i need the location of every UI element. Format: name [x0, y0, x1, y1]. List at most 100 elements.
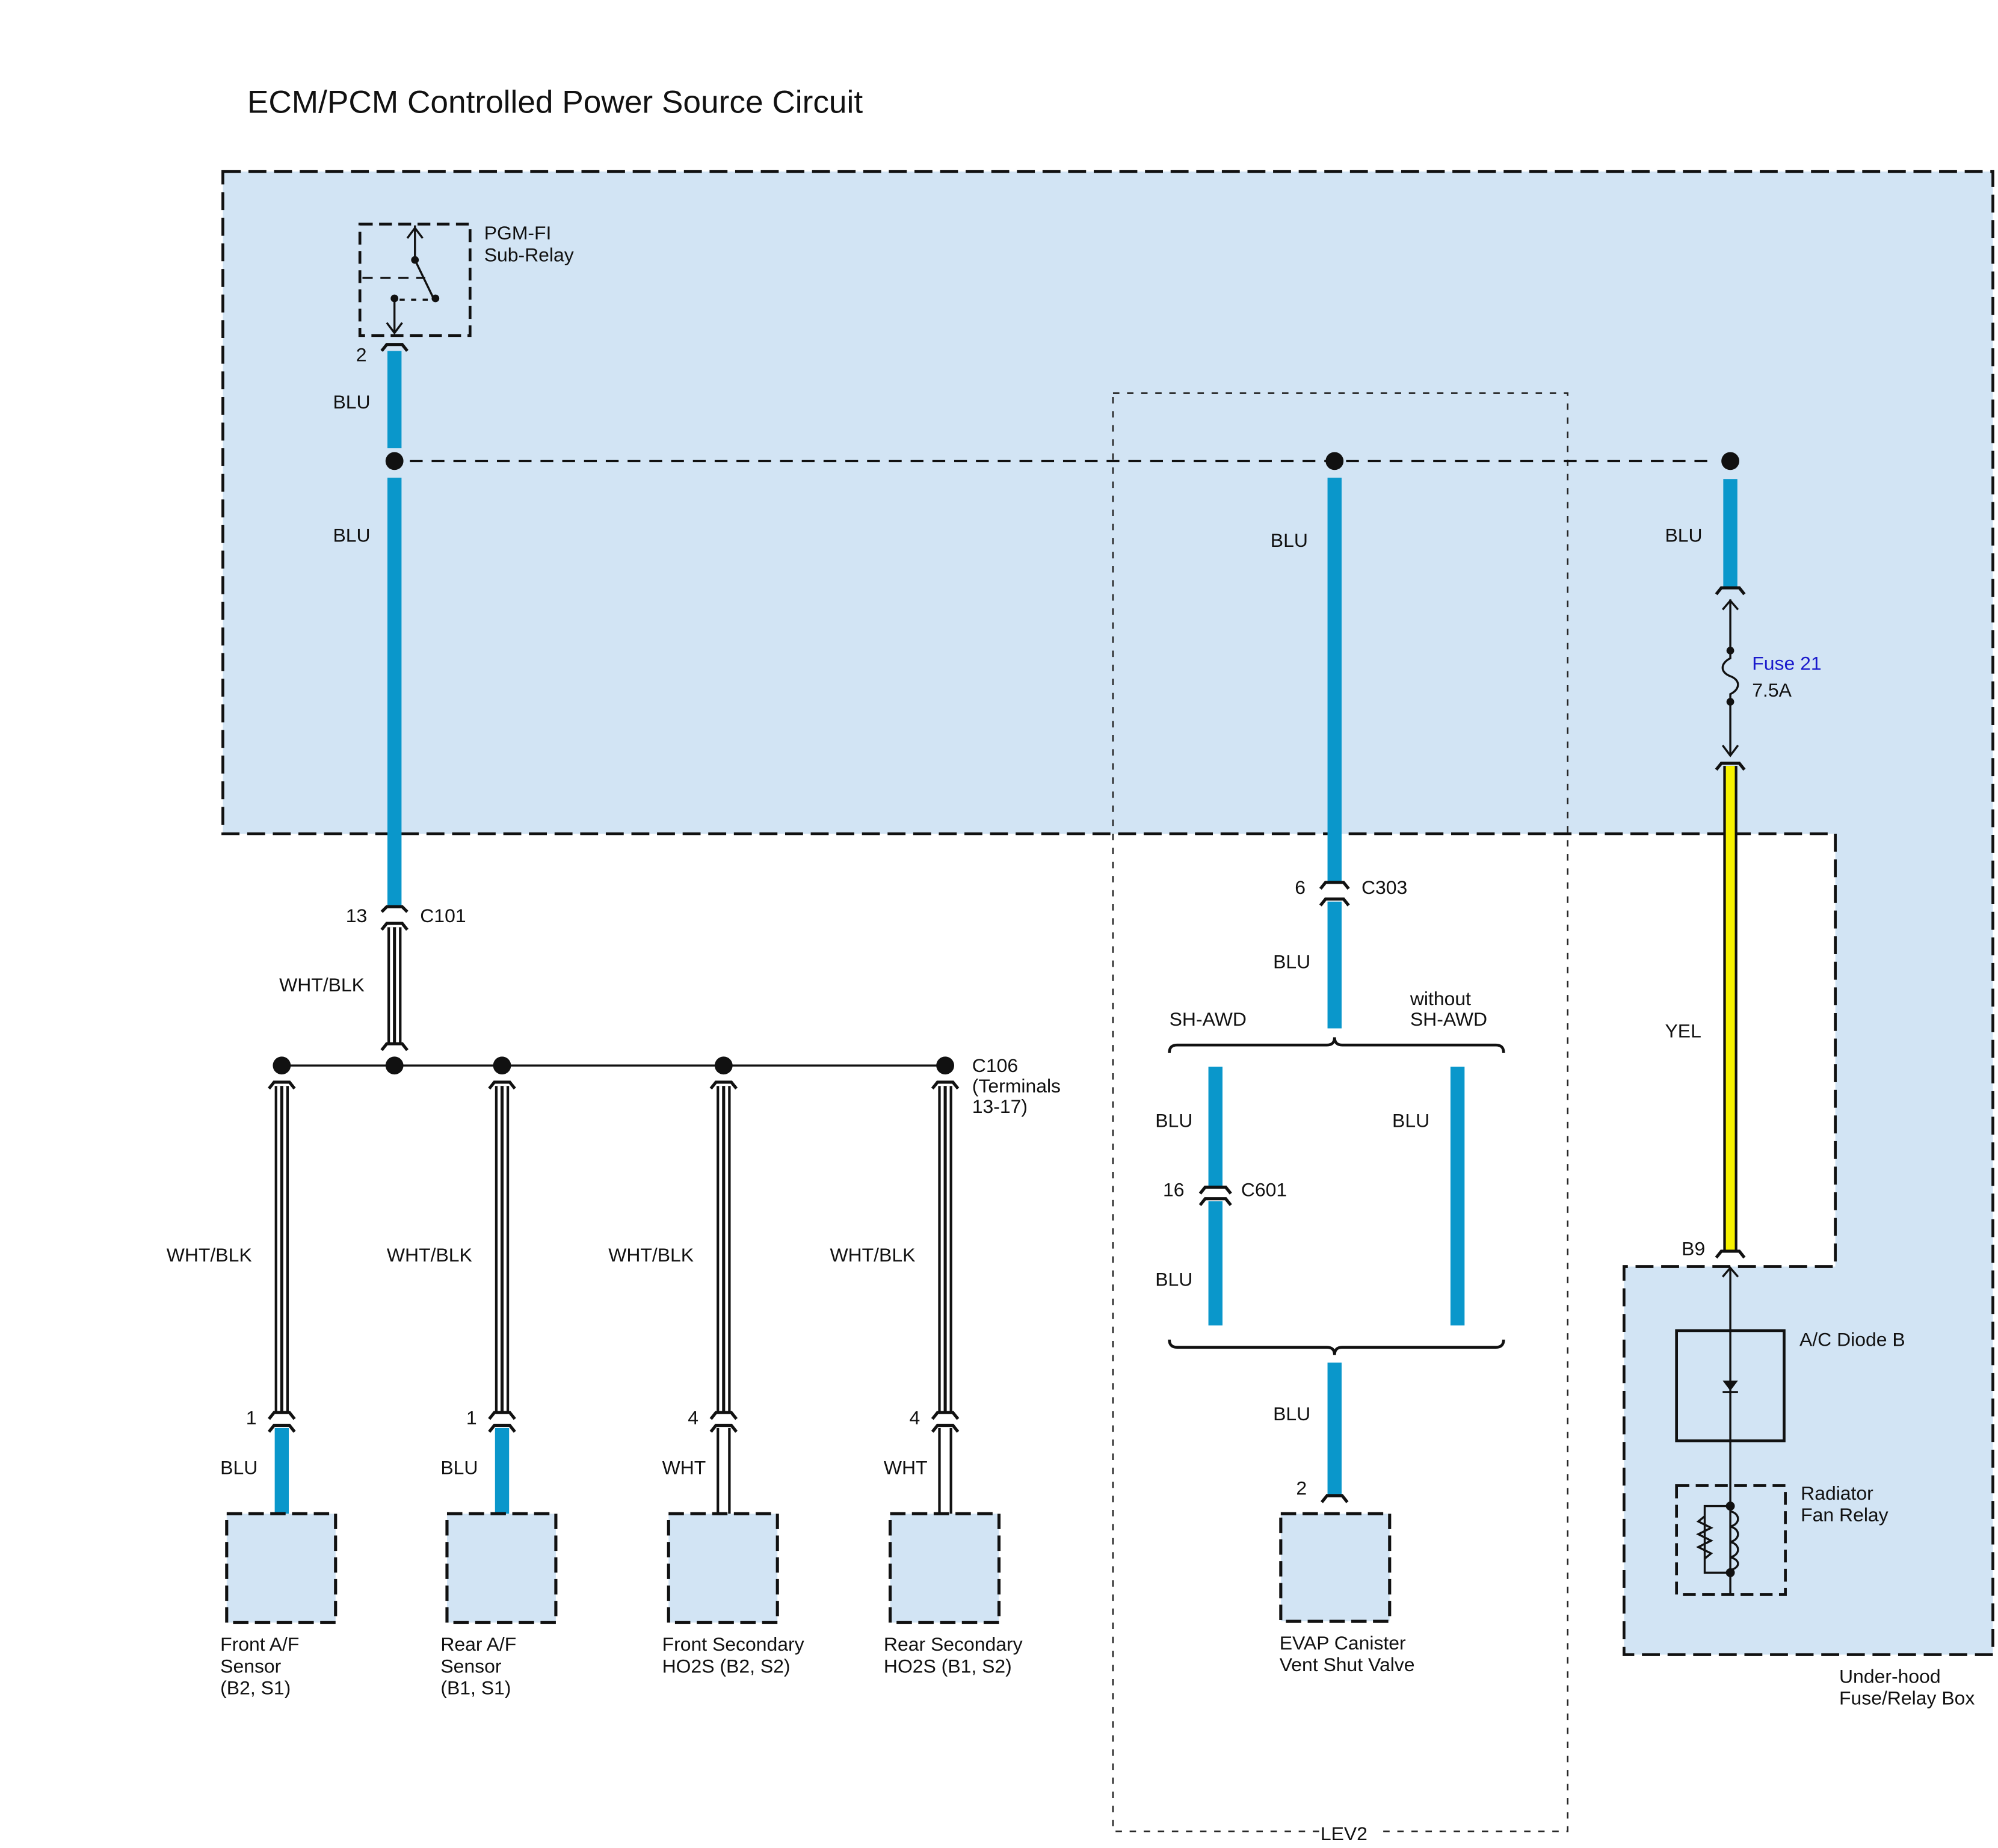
bus-splice	[385, 1056, 404, 1075]
lev2-label-bg	[1319, 1819, 1381, 1844]
pgm-fi-sub-relay[interactable]	[358, 223, 472, 337]
resistor-icon	[1696, 1515, 1713, 1560]
radiator-fan-relay[interactable]	[1675, 1484, 1787, 1596]
ac-diode-name: A/C Diode B	[1799, 1328, 1905, 1350]
evap-name-line2: Vent Shut Valve	[1280, 1654, 1415, 1675]
fuse-box-name-line2: Fuse/Relay Box	[1839, 1687, 1975, 1709]
pin-connector-bottom-icon	[268, 1423, 296, 1433]
wire-label-sh-awd-upper: BLU	[1155, 1109, 1192, 1131]
branch-connector-icon	[931, 1080, 960, 1090]
variant-without-line1: without	[1410, 988, 1471, 1009]
sensor-component[interactable]	[225, 1512, 338, 1624]
lev2-region	[1112, 392, 1568, 1832]
pin-connector-top-icon	[931, 1411, 960, 1420]
evap-pin: 2	[1296, 1477, 1307, 1498]
sensor-pin: 1	[246, 1406, 257, 1428]
c601-connector-bottom-icon	[1198, 1197, 1232, 1206]
sensor-name-line1: Rear Secondary	[884, 1633, 1023, 1655]
fuse-connector-bottom-icon	[1715, 762, 1746, 771]
branch-connector-icon	[709, 1080, 738, 1090]
fuse-name: Fuse 21	[1752, 652, 1821, 674]
wire-label-fuse-out: YEL	[1665, 1020, 1701, 1041]
fuse-rating: 7.5A	[1752, 679, 1792, 701]
wire-label-evap-feed: BLU	[1271, 529, 1308, 551]
b9-terminal: B9	[1682, 1237, 1705, 1259]
wire-label-fuse-feed: BLU	[1665, 525, 1702, 546]
coil-icon	[1730, 1510, 1739, 1571]
bus-splice	[273, 1056, 291, 1075]
c303-id: C303	[1361, 876, 1407, 898]
c303-connector-top-icon	[1319, 881, 1350, 890]
wire-label-relay-trunk: BLU	[333, 525, 371, 546]
relay-resistor-path	[1703, 1505, 1731, 1574]
wire-label-branch-lower: BLU	[220, 1456, 257, 1478]
fuse-box-name-line1: Under-hood	[1839, 1665, 1941, 1687]
c303-connector-bottom-icon	[1319, 897, 1350, 907]
sensor-pin: 4	[909, 1406, 920, 1428]
wire-label-relay-out: BLU	[333, 391, 371, 413]
evap-connector-icon	[1320, 1494, 1349, 1503]
relay-name-line2: Sub-Relay	[484, 244, 574, 265]
pin-connector-bottom-icon	[931, 1423, 960, 1433]
wire-label-branch-lower: WHT	[884, 1456, 928, 1478]
sensor-component[interactable]	[445, 1512, 558, 1624]
c106-terminals-line2: 13-17)	[972, 1095, 1028, 1117]
wire-label-evap-final: BLU	[1273, 1403, 1310, 1424]
relay-outline	[358, 223, 472, 337]
pin-connector-top-icon	[488, 1411, 516, 1420]
c303-pin: 6	[1295, 876, 1306, 898]
sensor-name-line2: Sensor	[440, 1655, 502, 1677]
fan-relay-name-line2: Fan Relay	[1801, 1504, 1889, 1526]
variant-brace-bottom	[1168, 1339, 1505, 1355]
bus-splice	[936, 1056, 954, 1075]
diagram-title: ECM/PCM Controlled Power Source Circuit	[247, 84, 863, 120]
pin-connector-bottom-icon	[709, 1423, 738, 1433]
fuse-connector-top-icon	[1715, 586, 1746, 596]
sensor-name-line2: Sensor	[220, 1655, 282, 1677]
sensor-name-line1: Front A/F	[220, 1633, 299, 1655]
bus-connector-icon	[380, 1042, 409, 1052]
c101-id: C101	[420, 905, 466, 926]
fuse-icon	[1721, 650, 1739, 702]
c106-id: C106	[972, 1055, 1018, 1076]
wire-label-branch-lower: WHT	[662, 1456, 706, 1478]
sensor-pin: 4	[688, 1406, 698, 1428]
sensor-pin: 1	[466, 1406, 477, 1428]
c101-connector-top-icon	[380, 905, 409, 913]
ecm-pcm-zone	[221, 170, 1994, 1656]
wire-label-branch-upper: WHT/BLK	[830, 1244, 915, 1266]
sensor-component[interactable]	[667, 1512, 779, 1624]
arrow-down-icon	[386, 322, 403, 335]
lev2-label: LEV2	[1321, 1823, 1367, 1844]
splice-point-fuse	[1721, 452, 1739, 470]
pin-connector-bottom-icon	[488, 1423, 516, 1433]
relay-terminal: 2	[356, 343, 367, 365]
splice-point-evap	[1325, 452, 1344, 470]
sensor-name-line2: HO2S (B1, S2)	[884, 1655, 1012, 1677]
evap-canister-vent-shut-valve[interactable]	[1279, 1512, 1392, 1623]
branch-connector-icon	[488, 1080, 516, 1090]
wire-label-branch-upper: WHT/BLK	[167, 1244, 252, 1266]
wire-label-c101-out: WHT/BLK	[279, 974, 365, 996]
bus-splice	[714, 1056, 733, 1075]
sensor-name-line3: (B1, S1)	[440, 1677, 511, 1699]
wire-label-branch-upper: WHT/BLK	[387, 1244, 472, 1266]
evap-name-line1: EVAP Canister	[1280, 1632, 1406, 1654]
sensor-name-line1: Front Secondary	[662, 1633, 804, 1655]
fuse-21[interactable]	[1721, 599, 1739, 757]
sensor-name-line3: (B2, S1)	[220, 1677, 291, 1699]
relay-name-line1: PGM-FI	[484, 222, 552, 244]
pin-connector-top-icon	[268, 1411, 296, 1420]
sensor-component[interactable]	[888, 1512, 1001, 1624]
ac-diode-b[interactable]	[1675, 1329, 1786, 1443]
sensor-name-line2: HO2S (B2, S2)	[662, 1655, 791, 1677]
c601-id: C601	[1241, 1178, 1287, 1200]
wire-label-c303-out: BLU	[1273, 950, 1310, 972]
variant-brace-top	[1168, 1037, 1505, 1053]
relay-connector-icon	[380, 343, 409, 352]
wire-label-sh-awd-lower: BLU	[1155, 1268, 1192, 1290]
